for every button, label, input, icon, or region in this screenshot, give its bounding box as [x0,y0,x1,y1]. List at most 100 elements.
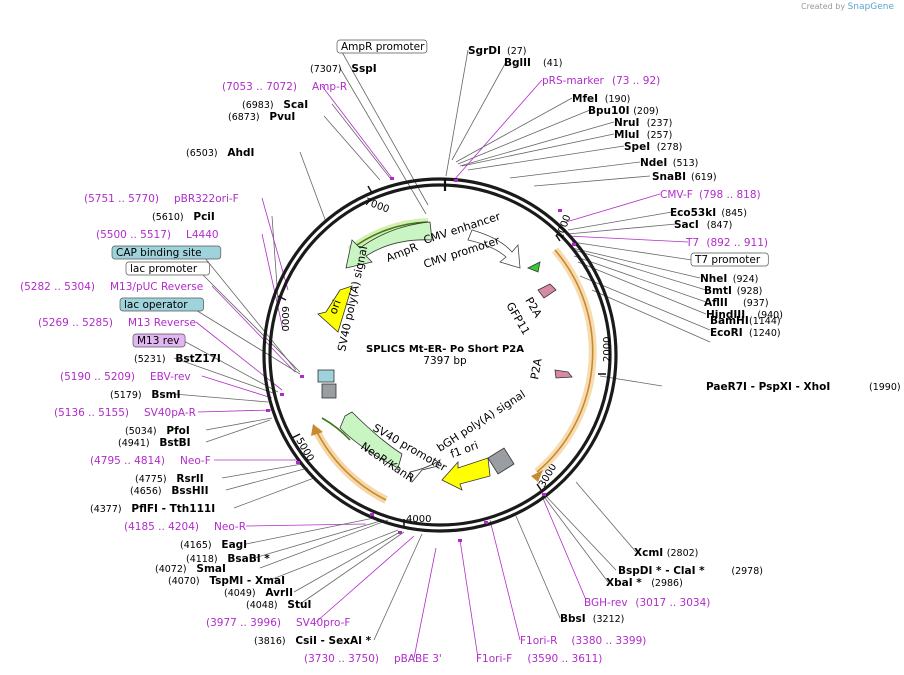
position-bsmi: (5179) [110,390,142,401]
position-spei: (278) [657,142,683,153]
feature-box-m13-rev [132,333,186,348]
position-f1ori-f: (3590 .. 3611) [527,653,602,665]
leader-line [567,223,677,235]
tick-mark-1000 [555,234,561,242]
leader-line [261,233,284,331]
leader-line [509,161,641,179]
leader-line [269,529,399,581]
site-bpu10i: Bpu10I [588,105,630,117]
position-nrui: (237) [647,118,673,129]
position-saci: (847) [707,220,733,231]
position-bspdi-clai: (2978) [731,566,763,577]
primer-site-mark [454,179,458,182]
leader-line [571,241,693,261]
leader-line [489,519,521,641]
feature-lac-operator: lac operator [124,299,188,311]
position-pfoi: (5034) [125,426,157,437]
site-mlui: MluI [614,129,639,141]
leader-line [245,517,375,545]
primer-bgh-rev: BGH-rev [584,597,628,609]
tick-label-4000: 4000 [406,514,431,525]
position-nhei: (924) [733,274,759,285]
sv40-promoter-arrow [409,459,441,483]
feature-label-ori: ori [327,298,344,316]
tick-label-2000: 2000 [602,337,613,362]
site-csii-sexai: CsiI - SexAI * [295,635,371,647]
tick-mark-6000 [277,295,287,301]
leader-line [201,375,273,399]
tick-label-7000: 7000 [363,196,391,215]
position-eco53ki: (845) [721,208,747,219]
position-tspmi-xmai: (4070) [168,576,200,587]
site-xcmi: XcmI [634,547,663,559]
leader-line [567,235,689,243]
position-pvui: (6873) [228,112,260,123]
orf-arrow-p2a [531,470,543,482]
primer-neo-f: Neo-F [180,455,211,467]
leader-line [173,357,277,395]
position-eagi: (4165) [180,540,212,551]
position-bbsi: (3212) [593,614,625,625]
position-sv40pro-f: (3977 .. 3996) [206,617,281,629]
ori-arrow [317,285,353,333]
site-bamhi: BamHI [710,315,749,327]
site-scai: ScaI [283,99,308,111]
position-t7: (892 .. 911) [706,237,768,249]
feature-lac-promoter: lac promoter [130,263,198,275]
site-hindiii: HindIII [706,309,745,321]
site-bsabi: BsaBI * [227,553,270,565]
leader-line [541,493,609,583]
site-bsmi: BsmI [151,389,180,401]
primer-site-mark [542,493,546,496]
position-bglii: (41) [543,58,563,69]
site-pflfi-tth111i: PflFI - Tth111I [131,503,215,515]
position-l4440: (5500 .. 5517) [96,229,171,241]
primer-site-mark [266,409,270,412]
site-aflii: AflII [704,297,728,309]
position-aflii: (937) [743,298,769,309]
leader-lines [173,44,711,659]
cmv-enhancer-arrow [467,229,521,269]
primer-site-mark [300,375,304,378]
leader-line [591,289,711,343]
leader-line [577,261,707,315]
primer-amp-r: Amp-R [312,81,347,93]
feature-label-p2a: P2A [528,357,545,381]
p2a-arrow-1 [537,283,557,299]
leader-line [599,375,663,387]
position-pflfi-tth111i: (4377) [90,504,122,515]
leader-line [323,115,381,181]
leader-line [199,251,297,371]
leader-line [293,531,401,593]
leader-line [337,44,429,206]
plasmid-name: SPLICS Mt-ER- Po Short P2A [366,344,524,355]
feature-box-lac-promoter [125,261,210,276]
primer-site-mark [558,209,562,212]
site-ecori: EcoRI [710,327,743,339]
leader-line [457,109,591,165]
position-bamhi: (1144) [749,316,781,327]
leader-line [173,393,269,403]
position-ndei: (513) [673,158,699,169]
leader-line [195,267,301,373]
position-snabi: (619) [691,172,717,183]
position-bsshii: (4656) [130,486,162,497]
site-tspmi-xmai: TspMI - XmaI [209,575,285,587]
leader-line [533,175,651,187]
position-avrii: (4049) [224,588,256,599]
leader-line [205,419,271,443]
feature-cap-binding-site: CAP binding site [116,247,202,259]
site-smai: SmaI [196,563,226,575]
position-bgh-rev: (3017 .. 3034) [635,597,710,609]
leader-line [573,249,707,291]
site-bstbi: BstBI [159,437,190,449]
primer-ebv-rev: EBV-rev [150,371,191,383]
primer-f1ori-f: F1ori-F [476,653,512,665]
position-ahdi: (6503) [186,148,218,159]
orf-arc-p2a-core [536,249,594,473]
neo-arrow [339,411,403,469]
tick-mark-7000 [367,185,373,194]
position-csii-sexai: (3816) [254,636,286,647]
site-ndei: NdeI [640,157,667,169]
